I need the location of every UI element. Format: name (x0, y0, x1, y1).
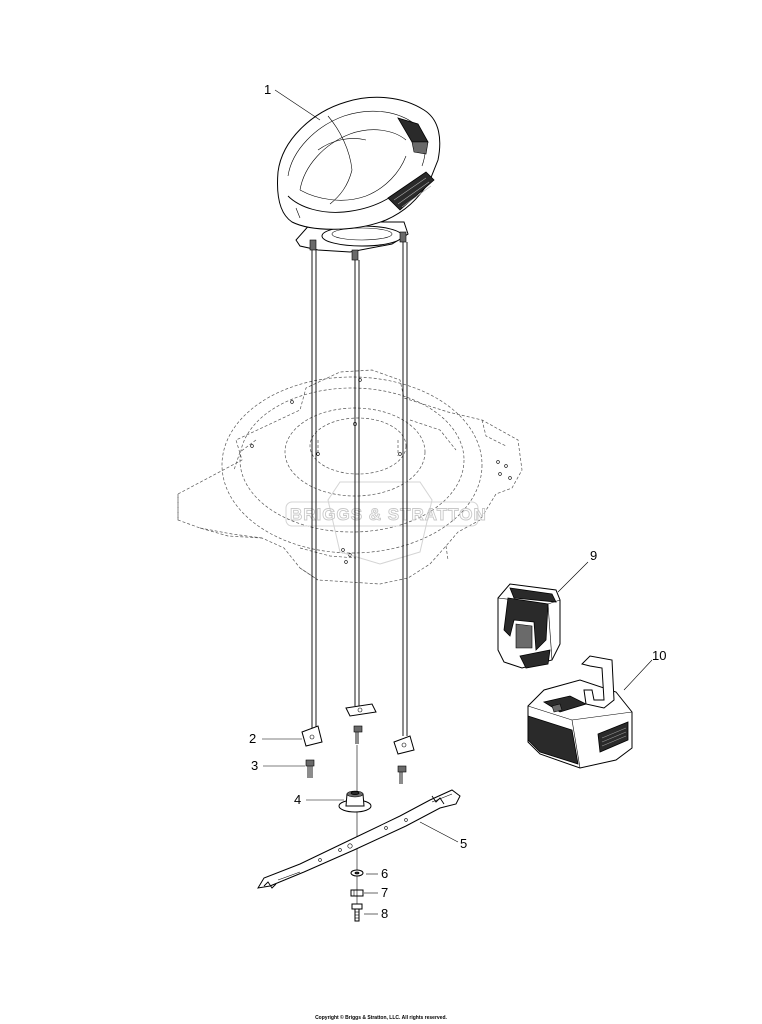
part-4-blade-adapter (338, 790, 372, 813)
callout-3: 3 (251, 758, 258, 773)
part-10-charger (527, 655, 633, 769)
callout-2: 2 (249, 731, 256, 746)
callout-4: 4 (294, 792, 301, 807)
mower-deck-outline (177, 369, 523, 585)
copyright-text: Copyright © Briggs & Stratton, LLC. All … (315, 1014, 447, 1021)
callout-8: 8 (381, 906, 388, 921)
part-5-blade (257, 789, 461, 889)
leader-lines (262, 89, 653, 915)
callout-7: 7 (381, 885, 388, 900)
callout-5: 5 (460, 836, 467, 851)
part-7-nut (350, 889, 364, 897)
callout-1: 1 (264, 82, 271, 97)
part-9-battery (497, 583, 561, 669)
part-2-bracket (301, 703, 415, 755)
part-6-washer (350, 869, 364, 877)
part-1-motor-cover (277, 96, 441, 261)
watermark-text: BRIGGS & STRATTON (290, 505, 487, 524)
part-3-screw (305, 725, 407, 784)
part-8-bolt (351, 903, 363, 922)
assembly-axis-lines (311, 242, 408, 918)
callout-9: 9 (590, 548, 597, 563)
callout-6: 6 (381, 866, 388, 881)
callout-10: 10 (652, 648, 666, 663)
